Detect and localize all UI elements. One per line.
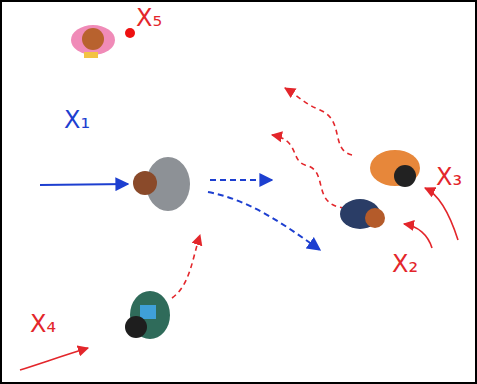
agent-label: X₃: [436, 165, 462, 189]
agent-label: X₂: [392, 252, 418, 276]
agent-label: X₄: [30, 312, 56, 336]
agent-label: X₁: [64, 108, 90, 132]
agent-label: X₅: [136, 6, 162, 30]
